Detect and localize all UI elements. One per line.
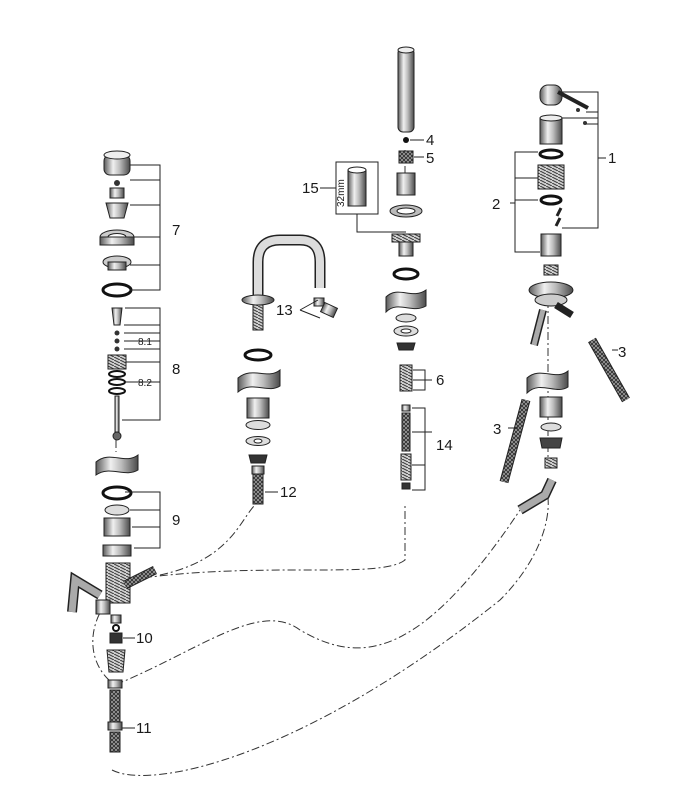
- callout-8: 8: [172, 361, 180, 378]
- dimension-label-32mm: 32mm: [336, 179, 347, 207]
- callout-13: 13: [276, 302, 293, 319]
- diverter-assembly: [67, 150, 158, 753]
- callout-4: 4: [426, 132, 434, 149]
- callout-3a: 3: [618, 344, 626, 361]
- leader-lines-left: [122, 164, 161, 729]
- hand-shower-assembly: [335, 46, 427, 490]
- callout-12: 12: [280, 484, 297, 501]
- callout-9: 9: [172, 512, 180, 529]
- spout-assembly: [237, 234, 339, 505]
- callout-3b: 3: [493, 421, 501, 438]
- callout-6: 6: [436, 372, 444, 389]
- callout-1: 1: [608, 150, 616, 167]
- callout-15: 15: [302, 180, 319, 197]
- callout-5: 5: [426, 150, 434, 167]
- callout-14: 14: [436, 437, 453, 454]
- callout-8-1: 8.1: [138, 337, 152, 348]
- leader-lines-spout: [265, 299, 321, 493]
- callout-11: 11: [136, 720, 152, 737]
- callout-10: 10: [136, 630, 153, 647]
- leader-lines-shower: [320, 139, 432, 491]
- callout-8-2: 8.2: [138, 378, 152, 389]
- callout-7: 7: [172, 222, 180, 239]
- mixer-assembly: [499, 84, 630, 515]
- callout-2: 2: [492, 196, 500, 213]
- callout-labels: 1 2 3 3 4 5 6 7 8 8.1 8.2 9 10 11 12 13 …: [136, 132, 626, 737]
- leader-lines-mixer: [508, 91, 618, 429]
